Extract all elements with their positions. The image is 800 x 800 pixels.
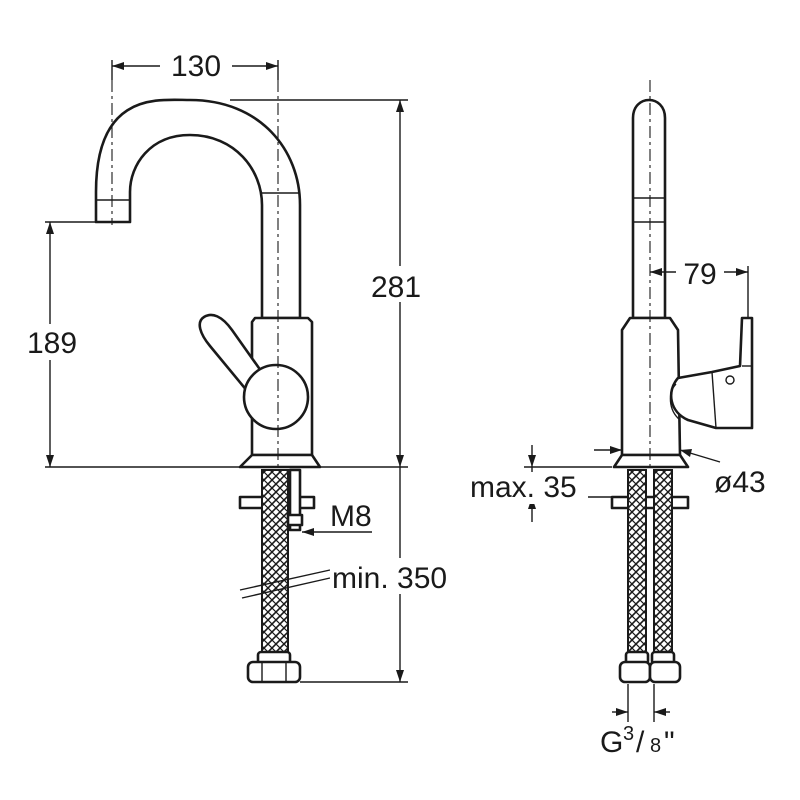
front-view: 130 281 189 M8 min. 350 (18, 48, 468, 684)
side-view: 79 ø43 max. 35 G 3 / 8 " (470, 80, 766, 759)
handle-knob (242, 363, 310, 431)
mixer-base-side (612, 453, 690, 469)
dim-spout-reach: 130 (171, 50, 221, 83)
dim-total-height: 281 (371, 271, 421, 304)
svg-text:8: 8 (650, 735, 661, 757)
svg-text:3: 3 (623, 723, 634, 745)
hose-nut-right (648, 660, 682, 684)
supply-hose (261, 469, 289, 661)
mixer-base (238, 453, 322, 469)
hose-nut-left (618, 660, 652, 684)
svg-text:G: G (600, 726, 623, 759)
dim-max-thickness: max. 35 (470, 471, 577, 504)
mixer-body-side (620, 316, 682, 457)
dim-hose-length: min. 350 (332, 562, 447, 595)
supply-hose-left (627, 469, 647, 661)
dim-handle-depth: 79 (683, 258, 716, 291)
mounting-plate-side (610, 495, 690, 510)
svg-text:/: / (636, 726, 645, 759)
supply-hose-right (653, 469, 673, 661)
hose-nut (246, 660, 302, 684)
dim-spout-height: 189 (27, 327, 77, 360)
dim-body-diameter: ø43 (714, 466, 766, 499)
threaded-rod (288, 468, 302, 532)
spout (94, 98, 302, 320)
dim-connection: G 3 / 8 " (600, 723, 675, 759)
spout-side (631, 98, 667, 320)
dim-thread: M8 (330, 500, 372, 533)
svg-text:": " (664, 726, 675, 759)
